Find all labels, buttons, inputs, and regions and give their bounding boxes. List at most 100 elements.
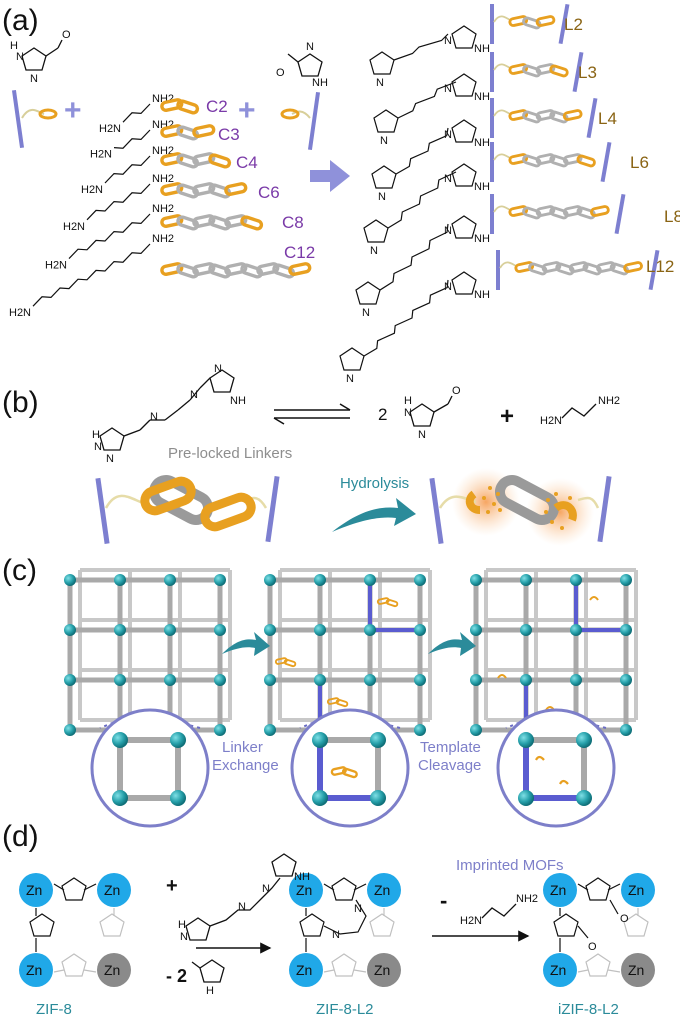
svg-text:N: N <box>376 77 384 89</box>
svg-text:O: O <box>588 941 597 953</box>
svg-text:N: N <box>444 173 452 185</box>
metal-node <box>414 624 426 636</box>
panel-d-label: (d) <box>2 820 39 853</box>
metal-node <box>620 674 632 686</box>
anchor-bar <box>558 3 570 45</box>
imidazole-ring <box>339 347 365 371</box>
svg-text:O: O <box>452 385 461 397</box>
anchor-bar <box>586 97 598 139</box>
svg-text:NH: NH <box>474 233 490 245</box>
metal-node <box>64 624 76 636</box>
zoom-inset <box>496 708 616 828</box>
zn-label: Zn <box>374 962 390 978</box>
metal-node <box>570 674 582 686</box>
panel-c-label: (c) <box>2 554 37 587</box>
svg-text:NH: NH <box>312 77 328 89</box>
diamine-chain <box>86 183 151 221</box>
compound-name: iZIF-8-L2 <box>558 1001 619 1018</box>
metal-node <box>570 574 582 586</box>
grey-ring <box>224 262 248 276</box>
amine-label: H2N <box>81 184 103 196</box>
linker-chain <box>393 33 449 61</box>
anchor-bar <box>490 4 494 44</box>
svg-text:N: N <box>378 191 386 203</box>
diamine-label: C4 <box>236 153 258 172</box>
metal-node <box>64 674 76 686</box>
metal-node <box>576 732 592 748</box>
svg-text:N: N <box>150 411 158 423</box>
metal-node <box>470 724 482 736</box>
panel-a-label: (a) <box>2 4 39 37</box>
svg-text:H: H <box>206 985 214 997</box>
orange-ring <box>160 182 184 196</box>
diamine-chain <box>32 243 151 307</box>
svg-text:NH: NH <box>474 181 490 193</box>
anchor-bar <box>490 52 494 92</box>
metal-node <box>312 790 328 806</box>
amine-label: H2N <box>9 307 31 319</box>
metal-node <box>170 732 186 748</box>
grey-ring <box>192 182 216 196</box>
metal-node <box>264 724 276 736</box>
zn-atom-inactive <box>97 953 131 987</box>
diamine-chain <box>68 213 151 260</box>
amine-label: H2N <box>99 123 121 135</box>
svg-text:NH2: NH2 <box>598 395 620 407</box>
svg-text:NH: NH <box>474 137 490 149</box>
minus-two-label: - 2 <box>166 966 187 986</box>
zn-atom <box>543 953 577 987</box>
imidazole-ring <box>451 215 477 239</box>
metal-node <box>414 724 426 736</box>
svg-text:N: N <box>262 883 270 895</box>
metal-node <box>620 574 632 586</box>
svg-text:NH: NH <box>474 289 490 301</box>
svg-text:O: O <box>620 913 629 925</box>
metal-node <box>64 574 76 586</box>
svg-text:H2N: H2N <box>540 415 562 427</box>
metal-node <box>314 574 326 586</box>
orange-ring <box>283 658 297 668</box>
imidazole-ring <box>451 163 477 187</box>
orange-ring <box>160 262 184 276</box>
stoichiometry-coefficient: 2 <box>378 405 387 424</box>
diamine-label: C12 <box>284 243 315 262</box>
amine-label: H2N <box>63 221 85 233</box>
orange-ring <box>341 767 358 779</box>
zn-label: Zn <box>296 962 312 978</box>
zoom-insets <box>90 708 616 828</box>
metal-node <box>214 624 226 636</box>
metal-node <box>414 574 426 586</box>
amine-label: NH2 <box>152 233 174 245</box>
anchor-bar <box>648 249 660 291</box>
svg-text:N: N <box>238 901 246 913</box>
anchor-bar <box>600 141 612 183</box>
svg-text:H2N: H2N <box>460 915 482 927</box>
metal-node <box>214 674 226 686</box>
linker-label: L2 <box>564 15 583 34</box>
minus-sign: - <box>440 888 447 913</box>
zn-atom <box>543 873 577 907</box>
aldehyde-molecule-left: H N N O <box>10 29 71 85</box>
linker-chain <box>395 127 449 175</box>
plus-icon: + <box>238 94 256 127</box>
metal-node <box>364 624 376 636</box>
zn-atom <box>621 873 655 907</box>
metal-node <box>214 724 226 736</box>
methylimidazole-molecule: H <box>191 959 225 997</box>
plus-icon: + <box>64 94 82 127</box>
step-label: Linker <box>222 739 263 756</box>
l2-linker-molecule: H N N N NH <box>178 853 310 943</box>
svg-text:H: H <box>178 919 186 931</box>
metal-node <box>164 574 176 586</box>
zn-atom <box>289 953 323 987</box>
plus-sign: + <box>166 875 178 897</box>
metal-node <box>170 790 186 806</box>
orange-ring <box>208 153 232 169</box>
panel-b-label: (b) <box>2 386 39 419</box>
zn-label: Zn <box>550 962 566 978</box>
ethylenediamine-leaving: H2N NH2 <box>460 893 538 927</box>
orange-ring <box>335 698 349 708</box>
